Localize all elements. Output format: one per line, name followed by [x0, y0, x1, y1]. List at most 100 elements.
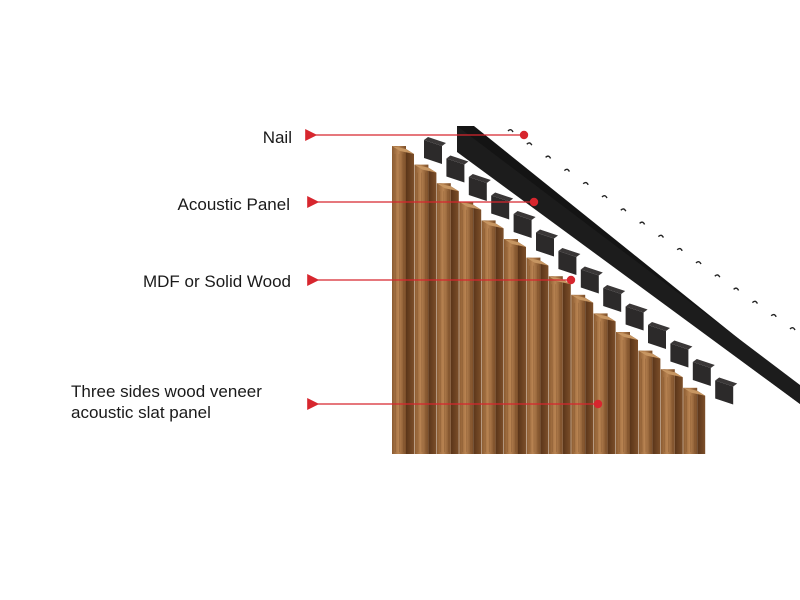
nail-icon: [601, 195, 608, 199]
slat-side: [585, 297, 594, 454]
wood-grain: [492, 228, 494, 453]
wood-grain: [685, 395, 688, 453]
slat-side: [674, 372, 683, 454]
slat-top: [683, 387, 706, 396]
slat-front: [683, 387, 698, 454]
wood-grain: [488, 228, 490, 453]
wood-grain: [667, 377, 669, 453]
mdf-block: [603, 288, 622, 312]
nail-icon: [789, 327, 796, 331]
wood-grain: [484, 228, 486, 453]
nail-icon: [582, 181, 589, 186]
wood-grain: [439, 191, 441, 453]
wood-grain: [447, 191, 449, 453]
nail-icon: [733, 287, 740, 291]
slat-front: [504, 239, 518, 454]
slat-top: [504, 239, 526, 247]
wood-grain: [537, 265, 539, 453]
wood-grain: [421, 172, 423, 453]
slat-front: [526, 257, 541, 454]
mdf-block-top: [603, 285, 626, 294]
slat-side: [540, 260, 549, 454]
slat-top: [436, 183, 459, 192]
slat-side: [697, 390, 706, 454]
mdf-block: [424, 140, 442, 164]
mdf-block-top: [625, 303, 648, 313]
label-veneer-line-1: Three sides wood veneer: [71, 382, 262, 401]
nail-icon: [714, 274, 721, 278]
slat-top: [526, 257, 549, 266]
wood-grain: [506, 246, 508, 453]
mdf-block-top: [491, 192, 514, 202]
nail-icon: [676, 247, 683, 252]
slat-front: [593, 313, 608, 454]
wood-grain: [641, 358, 643, 453]
nail-icon: [620, 208, 627, 212]
slat-front: [459, 201, 474, 454]
slat-side: [495, 223, 504, 454]
slat-side: [562, 279, 571, 454]
wood-grain: [443, 191, 445, 453]
wood-grain: [573, 302, 576, 453]
callout-veneer: [307, 398, 603, 410]
wood-grain: [514, 246, 516, 453]
slat-front: [638, 350, 653, 454]
wood-grain: [622, 339, 624, 453]
slat-front: [392, 146, 406, 454]
slat-top: [459, 201, 482, 210]
mdf-block: [648, 325, 666, 349]
nail-icon: [526, 142, 533, 146]
callout-acoustic-panel: [307, 196, 539, 208]
slat-top: [593, 313, 616, 322]
mdf-block: [446, 158, 465, 183]
mdf-block: [715, 380, 734, 405]
label-mdf-solid-wood: MDF or Solid Wood: [142, 272, 291, 291]
mdf-block-top: [648, 322, 670, 331]
slat-side: [450, 186, 459, 454]
slat-front: [616, 332, 630, 454]
nail-icon: [657, 234, 665, 238]
wood-grain: [529, 265, 531, 453]
slat-top: [660, 369, 683, 378]
wood-grain: [618, 339, 620, 453]
wood-grain: [671, 377, 673, 453]
nail-icon: [563, 168, 571, 172]
wood-grain: [425, 172, 427, 453]
wood-grain: [663, 377, 665, 453]
mdf-block-top: [558, 248, 581, 257]
wood-grain: [649, 358, 651, 453]
wood-slats: [392, 146, 706, 454]
slat-front: [660, 369, 675, 454]
mdf-blocks: [424, 137, 738, 405]
wood-grain: [555, 284, 557, 453]
mdf-block: [670, 343, 689, 368]
mdf-block-top: [424, 137, 446, 146]
acoustic-backing-panel: [457, 126, 800, 404]
wood-grain: [398, 153, 400, 453]
slat-side: [406, 149, 414, 454]
mdf-block: [625, 306, 644, 331]
wood-grain: [469, 209, 472, 453]
slat-front: [414, 164, 429, 454]
nail-row: [507, 129, 796, 331]
mdf-block-top: [580, 266, 603, 276]
label-veneer-line-2: acoustic slat panel: [71, 403, 211, 422]
mdf-block: [536, 232, 554, 257]
wood-grain: [581, 302, 584, 453]
slat-top: [616, 332, 638, 340]
callout-nail: [305, 129, 529, 141]
nail-icon: [751, 300, 759, 304]
label-wood-veneer-slat: Three sides wood veneer acoustic slat pa…: [71, 381, 262, 423]
slat-top: [414, 164, 437, 173]
label-acoustic-panel: Acoustic Panel: [177, 195, 290, 214]
wood-grain: [645, 358, 647, 453]
wood-grain: [465, 209, 468, 453]
slat-side: [473, 204, 482, 454]
nail-icon: [507, 129, 514, 133]
wood-grain: [626, 339, 628, 453]
wood-grain: [604, 321, 606, 453]
wood-grain: [577, 302, 580, 453]
label-nail: Nail: [262, 128, 292, 147]
wood-grain: [394, 153, 396, 453]
